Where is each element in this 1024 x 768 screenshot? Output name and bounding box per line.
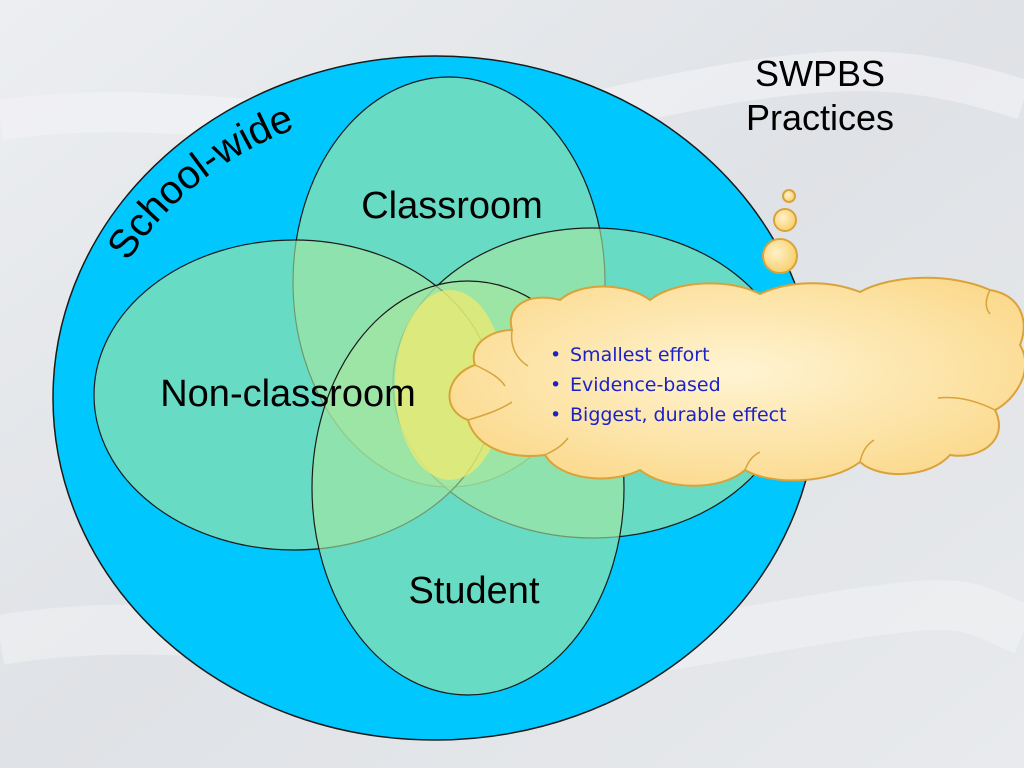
student-label: Student xyxy=(409,570,540,612)
swpbs-title: SWPBS Practices xyxy=(700,52,940,140)
bullet-icon: • xyxy=(550,374,562,396)
title-line-2: Practices xyxy=(745,97,895,138)
title-line-1: SWPBS xyxy=(754,53,886,94)
non-classroom-label: Non-classroom xyxy=(160,373,416,415)
classroom-label: Classroom xyxy=(361,185,543,227)
bullet-text: Smallest effort xyxy=(570,344,710,366)
thought-bubble-small xyxy=(782,189,796,203)
list-item: • Smallest effort xyxy=(548,340,848,370)
thought-bubble-large xyxy=(762,238,798,274)
bullet-text: Biggest, durable effect xyxy=(570,404,787,426)
list-item: • Evidence-based xyxy=(548,370,848,400)
list-item: • Biggest, durable effect xyxy=(548,400,848,430)
bullet-icon: • xyxy=(550,344,562,366)
bullet-text: Evidence-based xyxy=(570,374,721,396)
thought-bubble-medium xyxy=(773,208,797,232)
thought-cloud xyxy=(448,276,1024,487)
cloud-bullet-list: • Smallest effort • Evidence-based • Bigges… xyxy=(548,340,848,430)
bullet-icon: • xyxy=(550,404,562,426)
